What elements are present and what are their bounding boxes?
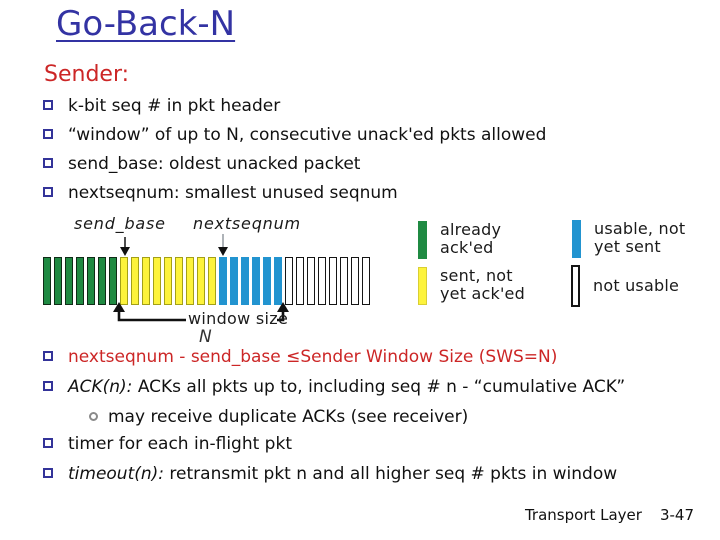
square-bullet-icon: [43, 381, 53, 391]
legend-label: usable, not yet sent: [594, 220, 685, 255]
footer: Transport Layer 3-47: [525, 506, 694, 524]
packet-bar-already-acked: [65, 257, 73, 305]
packet-bar-already-acked: [109, 257, 117, 305]
send-base-label: send_base: [74, 214, 166, 233]
packet-bar-sent-not-yet-acked: [208, 257, 216, 305]
packet-bar-sent-not-yet-acked: [153, 257, 161, 305]
packet-bar-usable-not-yet-sent: [274, 257, 282, 305]
list-item: timeout(n): retransmit pkt n and all hig…: [43, 464, 625, 484]
bullet-rest: ACKs all pkts up to, including seq # n -…: [132, 377, 626, 397]
packet-bar-sent-not-yet-acked: [120, 257, 128, 305]
legend-line: yet ack'ed: [440, 283, 525, 303]
list-item: timer for each in-flight pkt: [43, 434, 625, 454]
window-size-label: window size: [188, 309, 289, 328]
legend-item-usable-not-sent: usable, not yet sent: [572, 220, 685, 258]
bullet-text: k-bit seq # in pkt header: [68, 96, 281, 116]
bullet-text: send_base: oldest unacked packet: [68, 154, 361, 174]
send-base-arrowhead-icon: [120, 247, 130, 256]
legend-label: not usable: [593, 277, 679, 295]
packet-bar-not-usable: [307, 257, 315, 305]
bullet-text: may receive duplicate ACKs (see receiver…: [108, 407, 469, 427]
legend-item-not-usable: not usable: [571, 265, 679, 307]
page-number: 3-47: [659, 506, 694, 524]
packet-bar-sent-not-yet-acked: [142, 257, 150, 305]
lower-bullet-list: nextseqnum - send_base ≤Sender Window Si…: [43, 347, 625, 494]
list-item: “window” of up to N, consecutive unack'e…: [43, 125, 546, 154]
list-item: k-bit seq # in pkt header: [43, 96, 546, 125]
window-n-label: N: [199, 327, 212, 347]
packet-bar-usable-not-yet-sent: [263, 257, 271, 305]
packet-bar-sent-not-yet-acked: [197, 257, 205, 305]
list-item: ACK(n): ACKs all pkts up to, including s…: [43, 377, 625, 397]
nextseqnum-label: nextseqnum: [193, 214, 301, 233]
legend-swatch-green: [418, 221, 427, 259]
list-item: send_base: oldest unacked packet: [43, 154, 546, 183]
square-bullet-icon: [43, 129, 53, 139]
square-bullet-icon: [43, 468, 53, 478]
bullet-text: timeout(n): retransmit pkt n and all hig…: [68, 464, 617, 484]
legend-line: sent, not: [440, 266, 513, 285]
packet-bar-not-usable: [329, 257, 337, 305]
packet-bar-not-usable: [296, 257, 304, 305]
legend-line: usable, not: [594, 219, 686, 238]
bullet-text: ACK(n): ACKs all pkts up to, including s…: [68, 377, 625, 397]
bullet-lead: ACK(n):: [68, 377, 133, 397]
packet-bar-usable-not-yet-sent: [230, 257, 238, 305]
footer-label: Transport Layer: [524, 506, 642, 524]
legend-item-sent-not-acked: sent, not yet ack'ed: [418, 267, 525, 305]
packet-bar-not-usable: [340, 257, 348, 305]
list-item: nextseqnum: smallest unused seqnum: [43, 183, 546, 212]
packet-bar-sent-not-yet-acked: [164, 257, 172, 305]
bullet-text: “window” of up to N, consecutive unack'e…: [68, 125, 547, 145]
square-bullet-icon: [43, 438, 53, 448]
circle-bullet-icon: [89, 412, 98, 421]
packet-bar-already-acked: [43, 257, 51, 305]
legend-line: ack'ed: [440, 237, 494, 257]
packet-bar-already-acked: [54, 257, 62, 305]
packet-bars: [43, 257, 370, 305]
list-item-sub: may receive duplicate ACKs (see receiver…: [43, 407, 625, 427]
packet-bar-usable-not-yet-sent: [241, 257, 249, 305]
bullet-lead: timeout(n):: [68, 464, 165, 484]
packet-bar-not-usable: [351, 257, 359, 305]
legend-line: already: [440, 220, 502, 239]
packet-bar-already-acked: [98, 257, 106, 305]
packet-bar-not-usable: [318, 257, 326, 305]
page-title: Go-Back-N: [56, 4, 236, 44]
packet-bar-not-usable: [362, 257, 370, 305]
packet-bar-not-usable: [285, 257, 293, 305]
window-bracket-left: [117, 311, 186, 322]
section-heading: Sender:: [44, 62, 130, 87]
legend-label: already ack'ed: [440, 221, 501, 256]
bullet-rest: retransmit pkt n and all higher seq # pk…: [164, 464, 618, 484]
nextseqnum-arrowhead-icon: [218, 247, 228, 256]
packet-bar-sent-not-yet-acked: [131, 257, 139, 305]
square-bullet-icon: [43, 187, 53, 197]
legend-line: not usable: [593, 276, 680, 296]
packet-bar-sent-not-yet-acked: [175, 257, 183, 305]
sender-bullet-list: k-bit seq # in pkt header “window” of up…: [43, 96, 546, 212]
square-bullet-icon: [43, 351, 53, 361]
packet-bar-sent-not-yet-acked: [186, 257, 194, 305]
bullet-text: timer for each in-flight pkt: [68, 434, 292, 454]
legend-label: sent, not yet ack'ed: [440, 267, 525, 302]
list-item: nextseqnum - send_base ≤Sender Window Si…: [43, 347, 625, 367]
legend-swatch-white: [571, 265, 580, 307]
square-bullet-icon: [43, 158, 53, 168]
bullet-text: nextseqnum: smallest unused seqnum: [68, 183, 398, 203]
square-bullet-icon: [43, 100, 53, 110]
packet-bar-usable-not-yet-sent: [252, 257, 260, 305]
legend-item-already-acked: already ack'ed: [418, 221, 501, 259]
bullet-text: nextseqnum - send_base ≤Sender Window Si…: [68, 347, 558, 367]
legend-swatch-blue: [572, 220, 581, 258]
packet-bar-already-acked: [76, 257, 84, 305]
packet-bar-usable-not-yet-sent: [219, 257, 227, 305]
packet-bar-already-acked: [87, 257, 95, 305]
legend-swatch-yellow: [418, 267, 427, 305]
legend-line: yet sent: [594, 236, 661, 256]
